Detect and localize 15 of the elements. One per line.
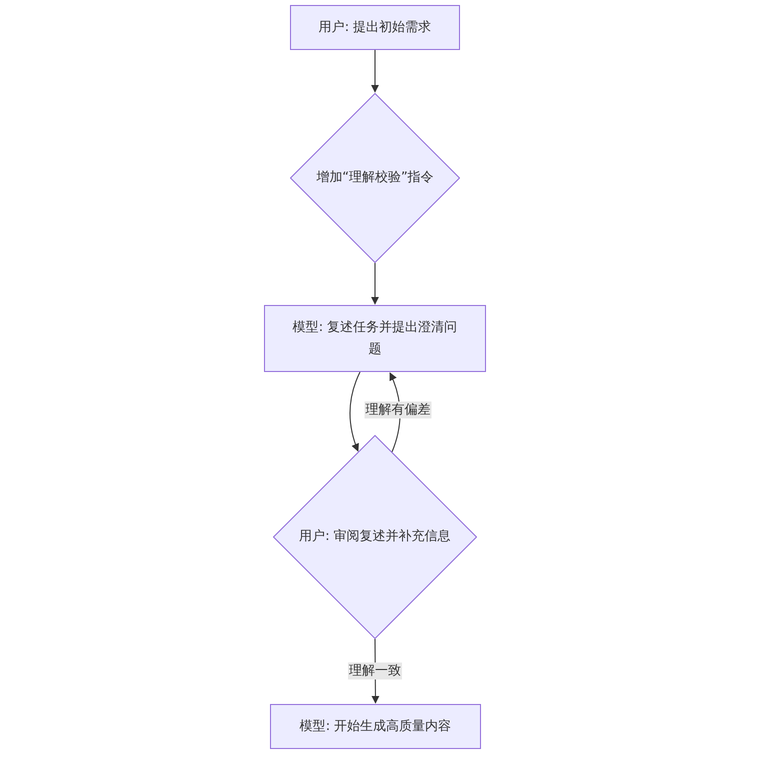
arrow — [371, 262, 379, 305]
edge-label: 理解有偏差 — [364, 402, 432, 418]
node-text: 模型: 复述任务并提出澄清问题 — [292, 318, 458, 358]
arrow — [371, 50, 379, 93]
process-box — [270, 704, 481, 749]
process-box — [264, 305, 486, 372]
process-box — [290, 5, 460, 50]
node-text: 用户: 审阅复述并补充信息 — [299, 528, 451, 546]
decision-diamond — [273, 435, 477, 639]
node-text: 用户: 提出初始需求 — [318, 18, 432, 36]
decision-diamond — [290, 93, 460, 263]
node-text: 模型: 开始生成高质量内容 — [300, 718, 452, 736]
edge-label: 理解一致 — [348, 662, 402, 680]
node-text: 增加“理解校验”指令 — [316, 169, 434, 187]
arrow — [350, 372, 360, 452]
